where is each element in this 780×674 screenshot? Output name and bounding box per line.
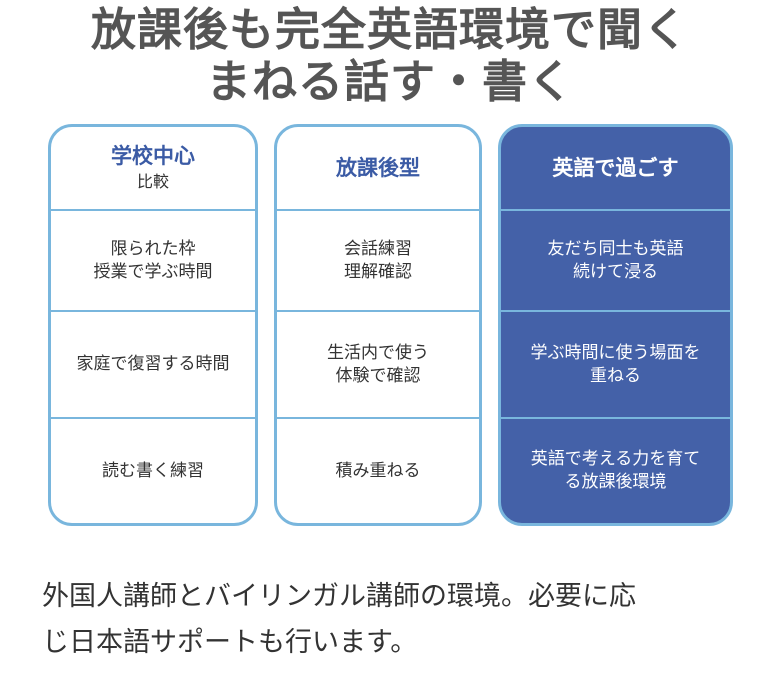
table-cell: 限られた枠 授業で学ぶ時間: [51, 211, 255, 312]
column-after-school: 放課後型 会話練習 理解確認 生活内で使う 体験で確認 積み重ねる: [274, 124, 482, 526]
cell-text: 読む書く練習: [102, 460, 204, 481]
description-line-1: 外国人講師とバイリンガル講師の環境。必要に応: [42, 581, 636, 612]
table-cell: 生活内で使う 体験で確認: [277, 312, 479, 419]
table-cell: 会話練習 理解確認: [277, 211, 479, 312]
cell-text: 体験で確認: [335, 365, 421, 386]
cell-text: 生活内で使う: [327, 342, 429, 363]
column-title: 英語で過ごす: [552, 156, 679, 180]
column-header: 学校中心 比較: [51, 127, 255, 211]
table-cell: 学ぶ時間に使う場面を 重ねる: [501, 312, 730, 419]
cell-text: 限られた枠: [110, 238, 196, 259]
cell-text: 英語で考える力を育て: [530, 449, 701, 469]
table-cell: 読む書く練習: [51, 419, 255, 523]
cell-text: 学ぶ時間に使う場面を: [530, 342, 701, 363]
headline: 放課後も完全英語環境で聞く まねる話す・書く: [0, 4, 780, 108]
cell-text: る放課後環境: [564, 472, 667, 492]
cell-text: 重ねる: [590, 365, 641, 386]
cell-text: 会話練習: [344, 238, 412, 259]
column-header: 放課後型: [277, 127, 479, 211]
cell-text: 続けて浸る: [573, 261, 658, 282]
column-subtitle: 比較: [136, 172, 169, 191]
table-cell: 家庭で復習する時間: [51, 312, 255, 419]
description-line-2: じ日本語サポートも行います。: [42, 627, 418, 658]
description-text: 外国人講師とバイリンガル講師の環境。必要に応 じ日本語サポートも行います。: [42, 574, 742, 666]
cell-text: 理解確認: [344, 261, 412, 282]
headline-line-2: まねる話す・書く: [205, 55, 574, 108]
cell-text: 授業で学ぶ時間: [93, 261, 213, 282]
column-english-immersion: 英語で過ごす 友だち同士も英語 続けて浸る 学ぶ時間に使う場面を 重ねる 英語で…: [498, 124, 733, 526]
column-title: 学校中心: [111, 144, 195, 168]
table-cell: 英語で考える力を育て る放課後環境: [501, 419, 730, 523]
cell-text: 家庭で復習する時間: [76, 354, 230, 374]
column-school-centered: 学校中心 比較 限られた枠 授業で学ぶ時間 家庭で復習する時間 読む書く練習: [48, 124, 258, 526]
table-cell: 友だち同士も英語 続けて浸る: [501, 211, 730, 312]
cell-text: 友だち同士も英語: [547, 238, 684, 259]
column-header: 英語で過ごす: [501, 127, 730, 211]
cell-text: 積み重ねる: [335, 460, 421, 481]
column-title: 放課後型: [336, 156, 420, 180]
table-cell: 積み重ねる: [277, 419, 479, 523]
headline-line-1: 放課後も完全英語環境で聞く: [90, 3, 689, 56]
comparison-table: 学校中心 比較 限られた枠 授業で学ぶ時間 家庭で復習する時間 読む書く練習 放…: [48, 124, 733, 526]
